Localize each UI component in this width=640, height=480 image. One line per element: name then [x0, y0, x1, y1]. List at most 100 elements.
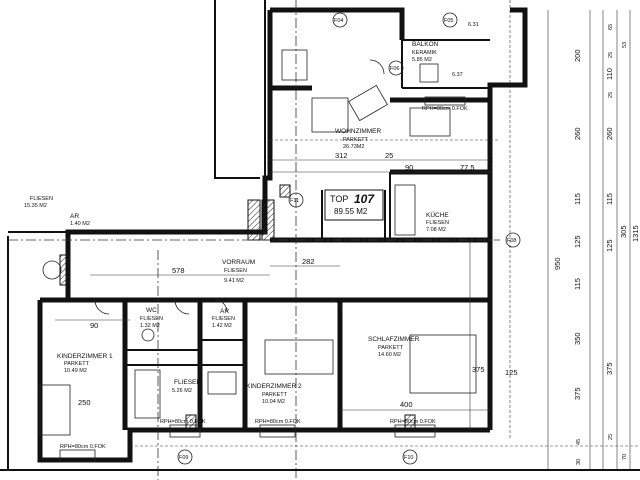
- interior-walls: [68, 39, 490, 430]
- marker-7: F11: [290, 198, 299, 204]
- room-kinder2-floor: PARKETT: [262, 392, 288, 398]
- rail-a-5: 350: [573, 332, 582, 345]
- marker-labels: F04 F05 F06 F08 F09 F10 F11: [179, 18, 516, 461]
- window-labels: RPH=80cm 0.FOK RPH=80cm 0.FOK RPH=80cm 0…: [60, 106, 468, 450]
- right-rail-b: 65 53 25 110 25 260 115 305 125 375 25 7…: [605, 24, 628, 460]
- dim-5: 578: [172, 266, 185, 275]
- room-kinder2-name: KINDERZIMMER 2: [246, 383, 302, 390]
- bottom-outline: [0, 445, 640, 471]
- rail-a-3: 125: [573, 235, 582, 248]
- apartment-top-label: TOP: [330, 194, 348, 204]
- rail-b-9: 375: [605, 362, 614, 375]
- dim-3: 90: [405, 163, 413, 172]
- rail-b-7: 305: [619, 225, 628, 238]
- room-balkon-area: 5.85 M2: [412, 57, 432, 63]
- room-ar2-name: AR: [70, 213, 79, 220]
- room-wc-name: WC: [146, 307, 157, 314]
- rail-a-8: 30: [576, 459, 582, 465]
- apartment-area: 89.55 M2: [334, 207, 368, 216]
- room-wohn-name: WOHNZIMMER: [335, 128, 382, 135]
- rail-b-11: 70: [622, 454, 628, 460]
- rail-b-1: 53: [622, 42, 628, 48]
- window-1-label: RPH=80cm 0.FOK: [160, 419, 206, 425]
- room-vorraum-name: VORRAUM: [222, 259, 255, 266]
- rail-total-0: 950: [553, 257, 562, 270]
- room-bad-area: 5.26 M2: [172, 388, 192, 394]
- room-ar2-area: 1.40 M2: [70, 221, 90, 227]
- dim-6: 282: [302, 257, 315, 266]
- room-wc-area: 1.32 M2: [140, 323, 160, 329]
- windows: [59, 96, 466, 463]
- window-5-label: RPH=80cm 0.FOK: [422, 106, 468, 112]
- marker-1: F04: [334, 18, 343, 24]
- marker-6: F10: [404, 455, 413, 461]
- door-swings: [94, 59, 385, 315]
- rail-a-6: 375: [573, 387, 582, 400]
- window-2-label: RPH=80cm 0.FOK: [255, 419, 301, 425]
- room-wohn-floor: PARKETT: [343, 137, 369, 143]
- marker-2: F05: [444, 18, 453, 24]
- rail-b-3: 110: [605, 68, 614, 80]
- dim-8: 375: [472, 365, 485, 374]
- room-kinder2-area: 10.04 M2: [262, 399, 285, 405]
- marker-3: F06: [390, 66, 399, 72]
- right-rail-total: 950 1315: [553, 225, 640, 270]
- window-4-label: RPH=80cm 0.FOK: [60, 444, 106, 450]
- dim-4: 77.5: [460, 163, 475, 172]
- room-labels: BALKON KERAMIK 5.85 M2 WOHNZIMMER PARKET…: [24, 41, 449, 405]
- room-schlaf-floor: PARKETT: [378, 345, 404, 351]
- room-kinder1-area: 10.49 M2: [64, 368, 87, 374]
- rail-b-10: 25: [608, 434, 614, 440]
- apartment-top-number: 107: [354, 192, 375, 206]
- rail-a-2: 115: [573, 193, 582, 205]
- room-fliesen-left-name: FLIESEN: [30, 196, 53, 202]
- right-dimension-rails: [547, 10, 631, 470]
- marker-5: F09: [179, 455, 188, 461]
- room-kueche-floor: FLIESEN: [426, 220, 449, 226]
- dim-1: 312: [335, 151, 348, 160]
- section-markers: [177, 12, 521, 465]
- marker-4: F08: [507, 238, 516, 244]
- apartment-label-box: [324, 189, 384, 221]
- rail-b-0: 65: [608, 24, 614, 30]
- rail-a-1: 260: [573, 127, 582, 140]
- columns: [59, 184, 416, 431]
- level-2: 6.37: [452, 72, 463, 78]
- room-bad-floor: FLIESEN: [174, 379, 201, 386]
- room-kinder1-name: KINDERZIMMER 1: [57, 353, 113, 360]
- dim-11: 125: [505, 368, 518, 377]
- room-schlaf-name: SCHLAFZIMMER: [368, 336, 420, 343]
- room-kueche-name: KÜCHE: [426, 211, 449, 219]
- room-ar1-area: 1.42 M2: [212, 323, 232, 329]
- room-vorraum-area: 9.41 M2: [224, 278, 244, 284]
- dim-2: 25: [385, 151, 393, 160]
- furniture: [39, 49, 477, 436]
- rail-a-4: 115: [573, 278, 582, 290]
- rail-b-4: 25: [608, 92, 614, 98]
- rail-a-0: 200: [573, 49, 582, 62]
- room-balkon-name: BALKON: [412, 41, 439, 48]
- rail-b-5: 260: [605, 127, 614, 140]
- rail-total-1: 1315: [631, 225, 640, 242]
- dim-10: 90: [90, 321, 98, 330]
- room-kueche-area: 7.08 M2: [426, 227, 446, 233]
- rail-b-6: 115: [605, 193, 614, 205]
- rail-b-8: 125: [605, 239, 614, 252]
- rail-a-7: 45: [576, 439, 582, 445]
- room-ar1-name: AR: [220, 308, 229, 315]
- room-fliesen-left-area: 15.35 M2: [24, 203, 47, 209]
- room-kinder1-floor: PARKETT: [64, 361, 90, 367]
- inner-dimension-labels: 312 25 90 77.5 578 282 400 375 250 90 12…: [78, 151, 518, 409]
- room-schlaf-area: 14.60 M2: [378, 352, 401, 358]
- room-vorraum-floor: FLIESEN: [224, 268, 247, 274]
- room-wc-floor: FLIESEN: [140, 316, 163, 322]
- dim-7: 400: [400, 400, 413, 409]
- right-rail-a: 200 260 115 125 115 350 375 45 30: [573, 49, 582, 465]
- room-balkon-floor: KERAMIK: [412, 50, 437, 56]
- level-1: 6.31: [468, 22, 479, 28]
- rail-b-2: 25: [608, 52, 614, 58]
- dim-9: 250: [78, 398, 91, 407]
- window-3-label: RPH=80cm 0.FOK: [390, 419, 436, 425]
- room-ar1-floor: FLIESEN: [212, 316, 235, 322]
